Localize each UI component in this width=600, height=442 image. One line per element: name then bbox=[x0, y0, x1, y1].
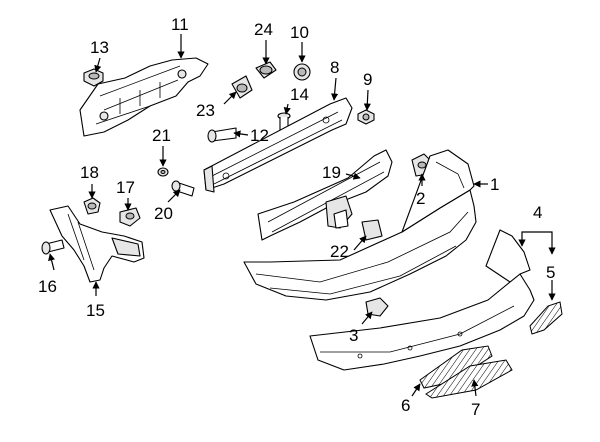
part-13-clip-nut bbox=[83, 68, 104, 87]
callout-24: 24 bbox=[254, 20, 273, 39]
callout-5: 5 bbox=[546, 263, 555, 282]
part-20-bolt bbox=[171, 180, 195, 197]
part-21-nut bbox=[157, 167, 169, 177]
callout-17: 17 bbox=[116, 178, 135, 197]
part-1-bumper-cover bbox=[243, 149, 477, 301]
part-4-lower-valance bbox=[309, 229, 535, 371]
callout-15: 15 bbox=[86, 301, 105, 320]
callout-13: 13 bbox=[90, 38, 109, 57]
part-17-retainer bbox=[119, 207, 141, 227]
callout-3: 3 bbox=[349, 326, 358, 345]
part-16-bolt bbox=[41, 239, 65, 255]
callout-18: 18 bbox=[80, 163, 99, 182]
part-5-reflector bbox=[529, 301, 563, 335]
part-7-skid-plate bbox=[425, 359, 513, 399]
callout-21: 21 bbox=[152, 126, 171, 145]
part-6-skid-plate bbox=[419, 345, 493, 389]
callout-8: 8 bbox=[330, 58, 339, 77]
callout-19: 19 bbox=[322, 163, 341, 182]
leader-lines bbox=[48, 34, 556, 397]
part-24-sensor bbox=[255, 61, 277, 79]
part-8-impact-bar bbox=[203, 97, 353, 193]
callout-10: 10 bbox=[290, 23, 309, 42]
callout-14: 14 bbox=[290, 85, 309, 104]
callout-7: 7 bbox=[471, 400, 480, 419]
callout-2: 2 bbox=[416, 189, 425, 208]
callout-9: 9 bbox=[363, 70, 372, 89]
part-18-retainer bbox=[83, 197, 101, 215]
callout-22: 22 bbox=[330, 242, 349, 261]
part-12-bolt bbox=[207, 127, 237, 143]
callout-6: 6 bbox=[401, 396, 410, 415]
part-23-sensor bbox=[231, 75, 253, 99]
part-15-side-bracket bbox=[49, 205, 145, 283]
part-3-clip bbox=[365, 297, 389, 317]
callout-23: 23 bbox=[196, 101, 215, 120]
part-11-upper-bracket bbox=[79, 57, 209, 137]
callout-12: 12 bbox=[250, 126, 269, 145]
callout-4: 4 bbox=[533, 203, 542, 222]
callout-1: 1 bbox=[490, 175, 499, 194]
callout-16: 16 bbox=[38, 277, 57, 296]
part-19-trailer-hitch bbox=[257, 149, 393, 241]
callout-labels: 13 11 24 10 8 9 23 14 12 21 20 18 17 16 … bbox=[38, 15, 555, 419]
part-22-cover bbox=[361, 219, 383, 241]
part-9-nut bbox=[357, 109, 375, 125]
part-10-bezel bbox=[293, 63, 311, 81]
callout-11: 11 bbox=[171, 15, 189, 34]
callout-20: 20 bbox=[154, 204, 173, 223]
